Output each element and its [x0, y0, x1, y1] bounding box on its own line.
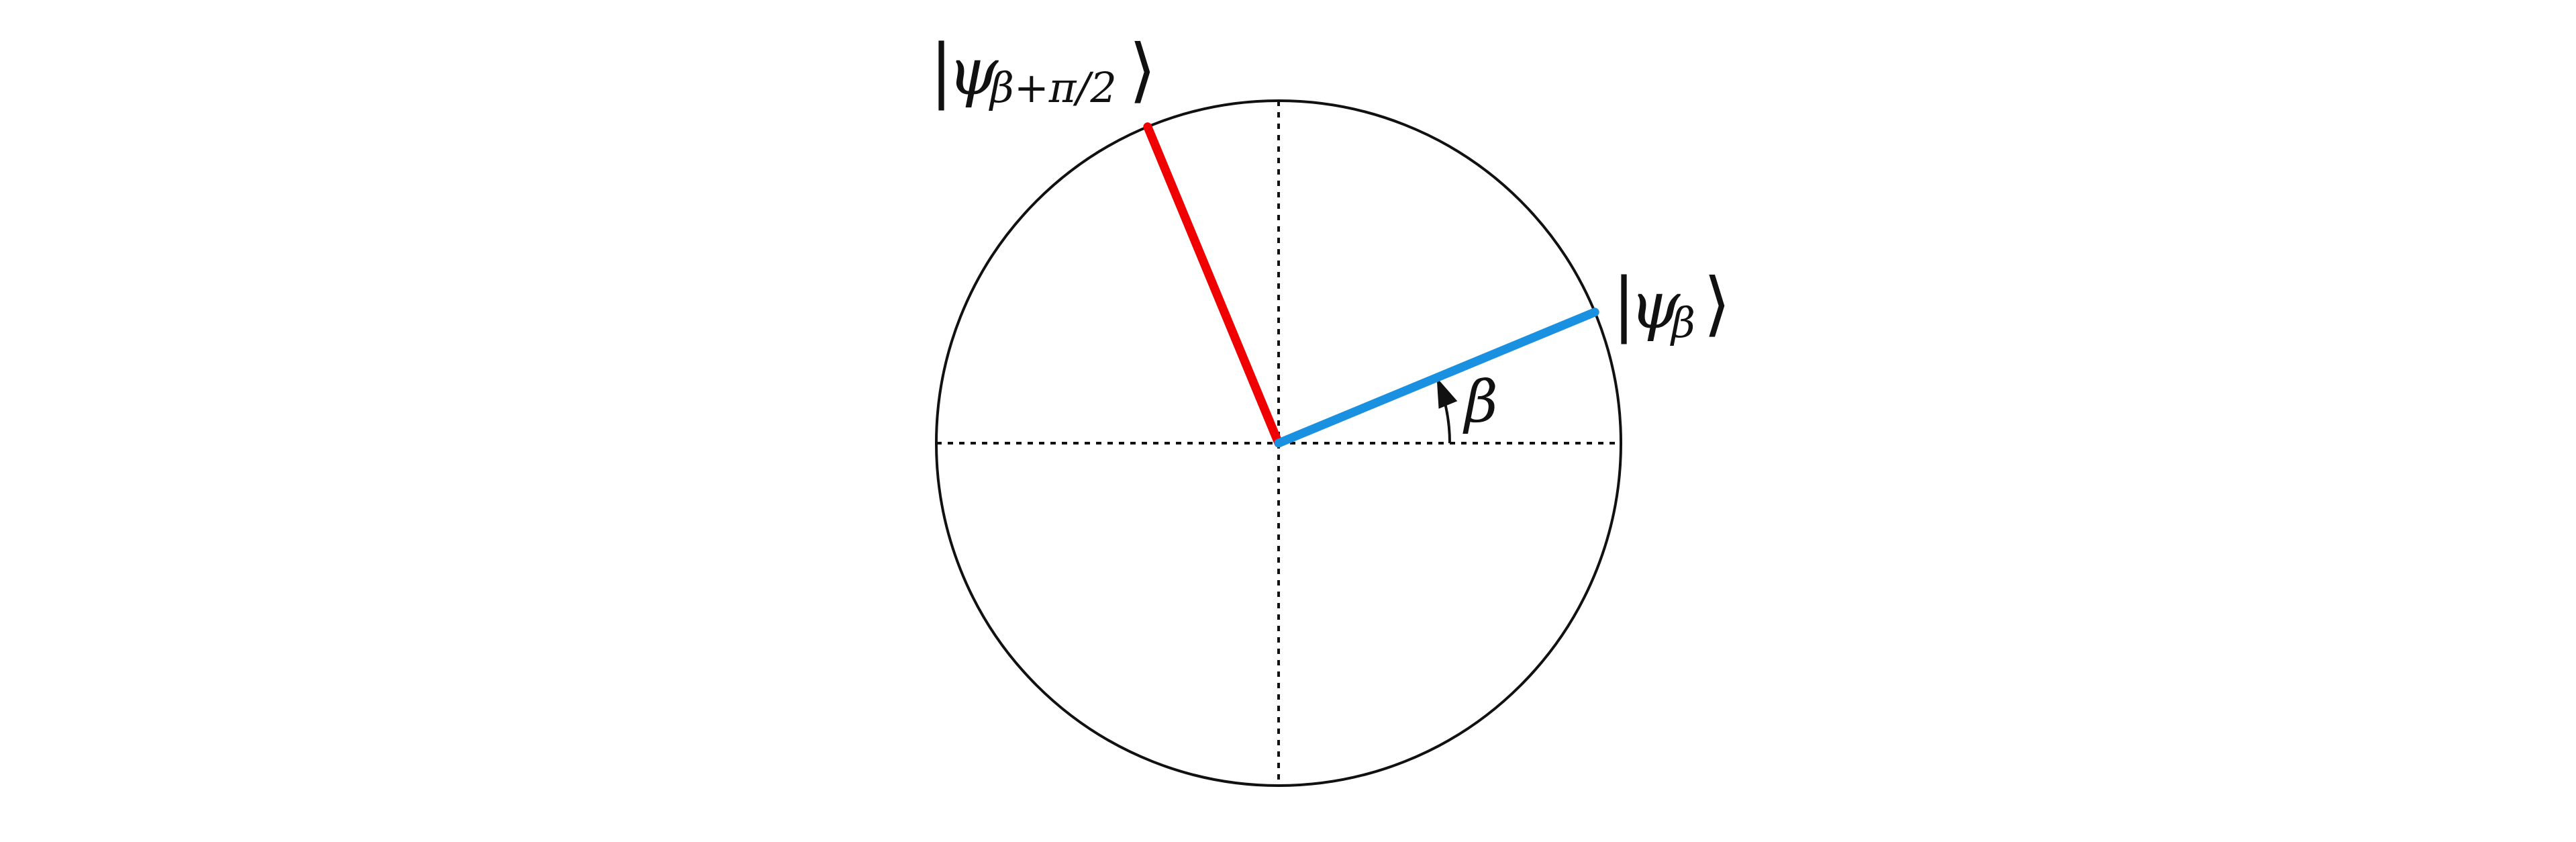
label-subscript: β+π/2: [989, 63, 1117, 112]
label-ket-bracket: ⟩: [1703, 263, 1731, 344]
label-subscript: β: [1670, 298, 1695, 347]
angle-arrowhead: [1436, 377, 1458, 409]
angle-label-beta: β: [1463, 369, 1498, 436]
label-psi-beta: | ψ β ⟩: [1612, 263, 1731, 347]
vector-psi-beta-plus-pi-2: [1143, 122, 1283, 448]
unit-circle: [935, 99, 1622, 787]
label-psi-symbol: ψ: [1630, 268, 1681, 343]
label-psi-beta-plus-pi-2: | ψ β+π/2 ⟩: [930, 29, 1156, 112]
label-psi-symbol: ψ: [948, 34, 999, 109]
label-bar-left: |: [1612, 263, 1636, 344]
label-ket-bracket: ⟩: [1129, 29, 1156, 111]
label-bar-left: |: [930, 29, 953, 111]
vector-psi-beta: [1274, 308, 1599, 448]
